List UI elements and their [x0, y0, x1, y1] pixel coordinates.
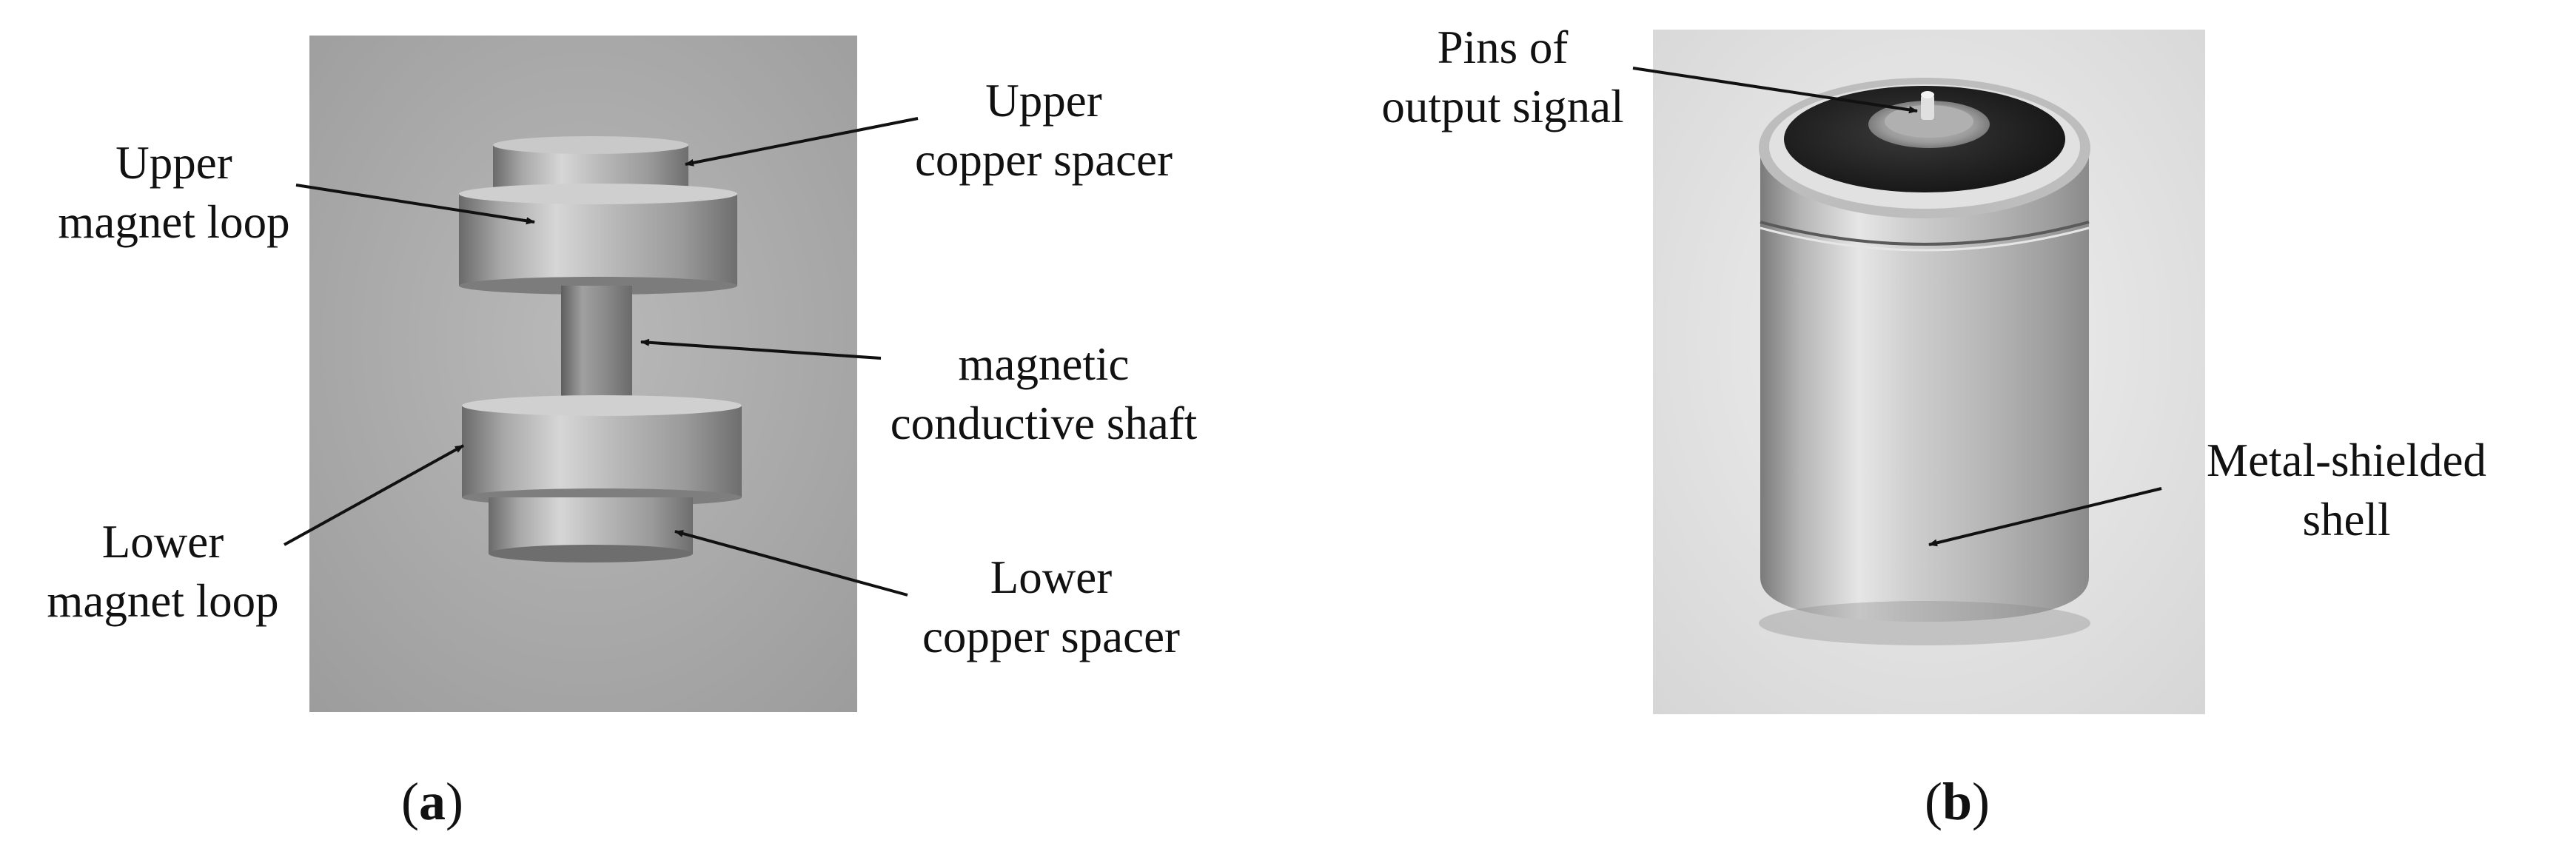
label-line: Pins of: [1437, 21, 1569, 73]
arrow-pins-of-output-signal: [1632, 67, 1918, 114]
caption-close-paren: ): [1972, 772, 1990, 831]
arrow-metal-shielded-shell: [1928, 487, 2162, 547]
label-magnetic-conductive-shaft: magnetic conductive shaft: [851, 335, 1236, 453]
photo-panel-a: [309, 36, 857, 712]
caption-open-paren: (: [1925, 772, 1942, 831]
label-line: output signal: [1381, 81, 1624, 132]
label-line: magnet loop: [58, 196, 290, 248]
sensor-can: [1759, 78, 2090, 645]
upper-magnet-loop-part: [459, 184, 737, 295]
arrow-upper-copper-spacer: [685, 117, 919, 167]
photo-panel-b: [1653, 30, 2205, 714]
label-metal-shielded-shell: Metal-shielded shell: [2161, 431, 2532, 549]
caption-panel-a: (a): [401, 768, 463, 835]
caption-close-paren: ): [445, 772, 463, 831]
caption-panel-b: (b): [1925, 768, 1990, 835]
label-line: Upper: [985, 75, 1102, 127]
callout-arrows-b: [1632, 67, 2162, 547]
lower-copper-spacer-part: [489, 497, 693, 562]
label-line: conductive shaft: [890, 397, 1198, 449]
label-line: copper spacer: [922, 611, 1181, 662]
label-upper-copper-spacer: Upper copper spacer: [881, 71, 1207, 189]
caption-letter: b: [1942, 772, 1973, 831]
arrow-upper-magnet-loop: [295, 184, 535, 225]
label-line: shell: [2302, 494, 2391, 545]
label-line: Metal-shielded: [2207, 434, 2486, 486]
arrow-lower-copper-spacer: [674, 530, 908, 597]
arrow-lower-magnet-loop: [284, 444, 464, 546]
label-line: Lower: [101, 516, 224, 568]
label-pins-of-output-signal: Pins of output signal: [1355, 18, 1651, 136]
label-line: Lower: [990, 551, 1113, 603]
caption-open-paren: (: [401, 772, 419, 831]
label-lower-magnet-loop: Lower magnet loop: [15, 512, 311, 631]
callout-arrows-a: [284, 117, 919, 597]
label-line: magnet loop: [47, 575, 279, 627]
pins-of-output-signal-part: [1868, 91, 1990, 148]
lower-magnet-loop-part: [462, 395, 742, 506]
label-line: magnetic: [958, 338, 1130, 390]
label-upper-magnet-loop: Upper magnet loop: [52, 133, 296, 252]
label-line: copper spacer: [914, 134, 1173, 186]
arrow-magnetic-shaft: [640, 338, 882, 360]
magnetic-shaft-part: [561, 286, 632, 410]
label-lower-copper-spacer: Lower copper spacer: [888, 548, 1214, 666]
label-line: Upper: [115, 137, 232, 189]
caption-letter: a: [418, 772, 446, 831]
